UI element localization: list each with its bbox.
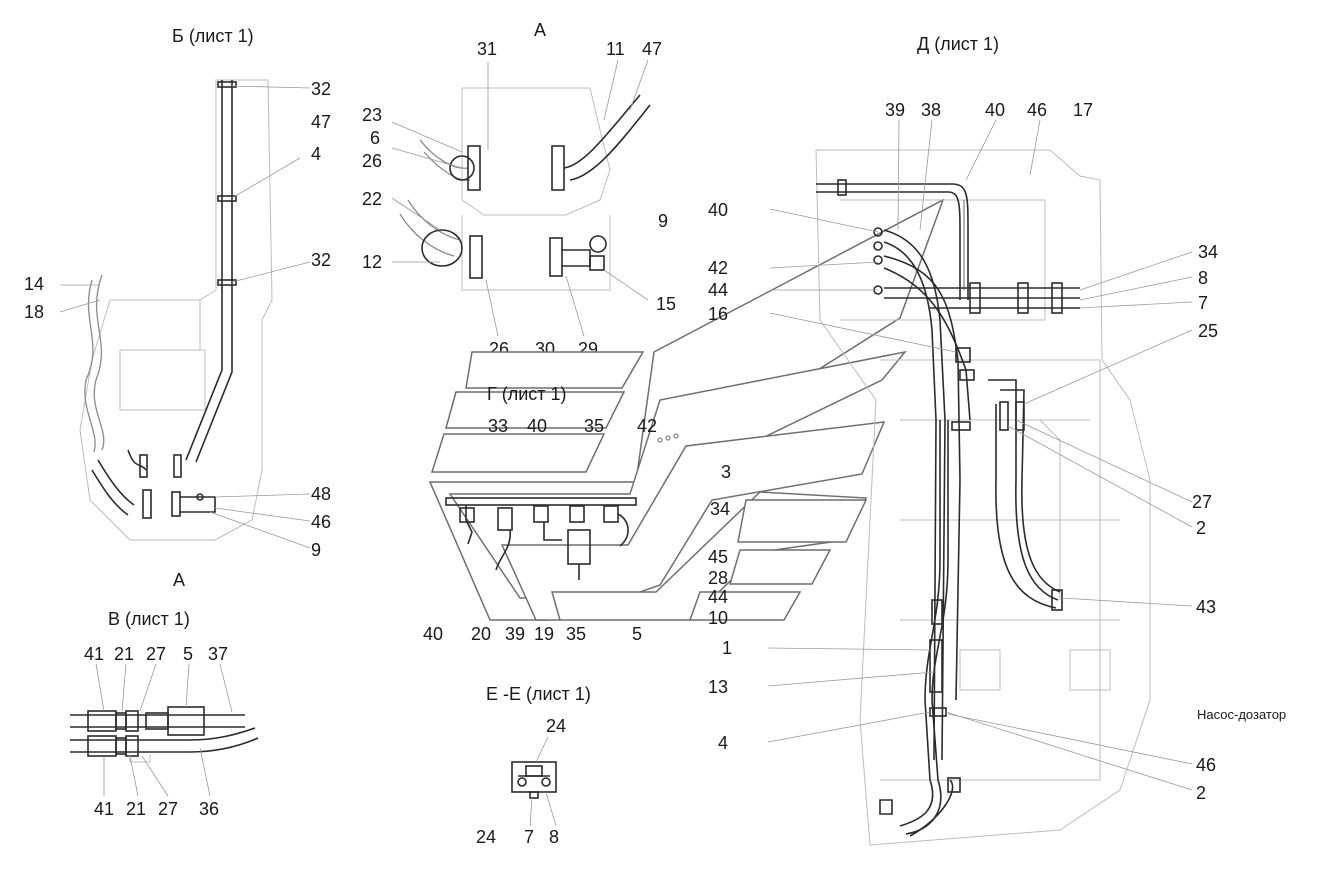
view-v-top-4: 5 — [183, 644, 193, 664]
view-g-callout-11: 40 — [423, 624, 443, 644]
pump-label: Насос-дозатор — [1197, 707, 1286, 722]
view-e-title: Е -Е (лист 1) — [486, 684, 591, 704]
view-v-bottom-4: 36 — [199, 799, 219, 819]
view-d-left-4: 16 — [708, 304, 728, 324]
view-g-callout-6: 34 — [710, 499, 730, 519]
view-g-callout-8: 28 — [708, 568, 728, 588]
view-b-callout-2: 47 — [311, 112, 331, 132]
view-d-top-2: 38 — [921, 100, 941, 120]
view-g-callout-2: 40 — [527, 416, 547, 436]
view-d-top-5: 17 — [1073, 100, 1093, 120]
view-g-callout-16: 5 — [632, 624, 642, 644]
view-a-callout-5: 6 — [370, 128, 380, 148]
view-g-callout-4: 42 — [637, 416, 657, 436]
view-v: В (лист 1) 41 21 27 5 37 41 21 27 36 — [70, 609, 259, 819]
view-b-callout-1: 32 — [311, 79, 331, 99]
view-d-right-7: 43 — [1196, 597, 1216, 617]
view-g-callout-1: 33 — [488, 416, 508, 436]
view-b-callout-8: 46 — [311, 512, 331, 532]
view-v-bottom-2: 21 — [126, 799, 146, 819]
view-g-callout-9: 44 — [708, 587, 728, 607]
view-g-callout-13: 39 — [505, 624, 525, 644]
view-d-top-4: 46 — [1027, 100, 1047, 120]
view-v-bottom-3: 27 — [158, 799, 178, 819]
view-e-callout-2: 24 — [476, 827, 496, 847]
view-d: Д (лист 1) — [708, 34, 1286, 846]
view-a-callout-1: 31 — [477, 39, 497, 59]
view-d-title: Д (лист 1) — [917, 34, 999, 54]
view-d-right-8: 46 — [1196, 755, 1216, 775]
view-g: Г (лист 1) 33 40 35 42 3 34 45 28 44 10 … — [423, 198, 945, 644]
view-a-callout-6: 26 — [362, 151, 382, 171]
view-d-right-6: 2 — [1196, 518, 1206, 538]
view-a-callout-10: 15 — [656, 294, 676, 314]
view-b-callout-7: 48 — [311, 484, 331, 504]
view-e: Е -Е (лист 1) 24 24 7 8 — [476, 684, 591, 847]
view-g-callout-15: 35 — [566, 624, 586, 644]
view-v-top-2: 21 — [114, 644, 134, 664]
view-d-left-3: 44 — [708, 280, 728, 300]
view-b-callout-6: 18 — [24, 302, 44, 322]
view-v-bottom-1: 41 — [94, 799, 114, 819]
view-d-top-1: 39 — [885, 100, 905, 120]
view-b-callout-9: 9 — [311, 540, 321, 560]
view-b-title: Б (лист 1) — [172, 26, 254, 46]
view-v-top-5: 37 — [208, 644, 228, 664]
view-d-right-2: 8 — [1198, 268, 1208, 288]
view-e-callout-3: 7 — [524, 827, 534, 847]
view-v-top-1: 41 — [84, 644, 104, 664]
view-a-title: А — [534, 20, 546, 40]
view-d-left-1: 40 — [708, 200, 728, 220]
view-a-callout-7: 22 — [362, 189, 382, 209]
view-e-callout-1: 24 — [546, 716, 566, 736]
view-d-left-2: 42 — [708, 258, 728, 278]
view-a: А 31 11 47 23 6 26 22 12 9 — [362, 20, 676, 359]
view-a-callout-9: 9 — [658, 211, 668, 231]
view-a-callout-2: 11 — [606, 39, 625, 59]
view-a-callout-8: 12 — [362, 252, 382, 272]
view-d-left-6: 13 — [708, 677, 728, 697]
view-g-title: Г (лист 1) — [487, 384, 567, 404]
view-g-callout-3: 35 — [584, 416, 604, 436]
view-g-callout-7: 45 — [708, 547, 728, 567]
view-e-callout-4: 8 — [549, 827, 559, 847]
view-g-callout-14: 19 — [534, 624, 554, 644]
view-b-callout-4: 32 — [311, 250, 331, 270]
view-b: Б (лист 1) 32 47 4 32 14 18 48 46 — [24, 26, 331, 590]
view-g-callout-10: 10 — [708, 608, 728, 628]
view-d-left-7: 4 — [718, 733, 728, 753]
view-v-top-3: 27 — [146, 644, 166, 664]
view-d-right-9: 2 — [1196, 783, 1206, 803]
view-a-callout-4: 23 — [362, 105, 382, 125]
view-g-callout-5: 3 — [721, 462, 731, 482]
view-b-bottom-label: А — [173, 570, 185, 590]
view-a-callout-3: 47 — [642, 39, 662, 59]
view-b-callout-3: 4 — [311, 144, 321, 164]
view-d-right-5: 27 — [1192, 492, 1212, 512]
view-d-right-1: 34 — [1198, 242, 1218, 262]
view-d-right-3: 7 — [1198, 293, 1208, 313]
view-v-title: В (лист 1) — [108, 609, 190, 629]
view-b-callout-5: 14 — [24, 274, 44, 294]
view-d-top-3: 40 — [985, 100, 1005, 120]
view-d-right-4: 25 — [1198, 321, 1218, 341]
view-d-left-5: 1 — [722, 638, 732, 658]
view-g-callout-12: 20 — [471, 624, 491, 644]
